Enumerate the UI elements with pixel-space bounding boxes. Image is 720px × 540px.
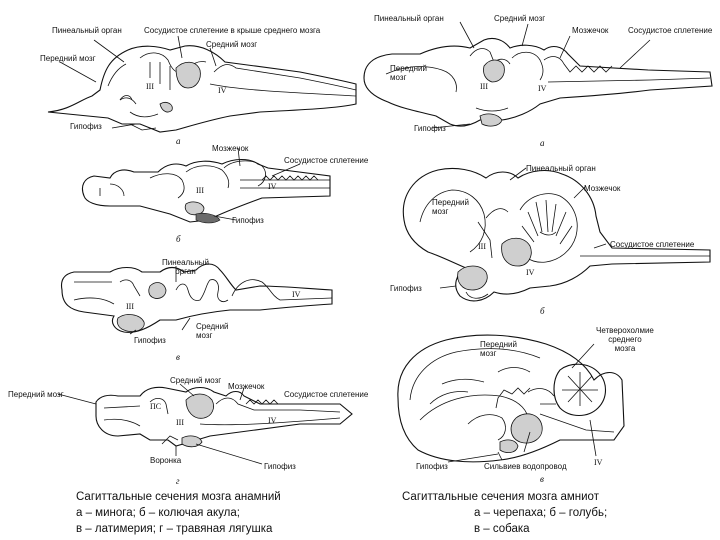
label-dog-quadrigemina: Четверохолмие среднего мозга xyxy=(596,326,654,353)
label-turtle-ventricle-3: III xyxy=(480,82,488,91)
label-turtle-pineal-organ: Пинеальный орган xyxy=(374,14,444,23)
label-lamprey-plexus-roof: Сосудистое сплетение в крыше среднего мо… xyxy=(144,26,320,35)
label-pigeon-plexus: Сосудистое сплетение xyxy=(610,240,694,249)
label-dog-aqueduct: Сильвиев водопровод xyxy=(484,462,567,471)
label-coelacanth-hypophysis: Гипофиз xyxy=(134,336,166,345)
label-shark-hypophysis: Гипофиз xyxy=(232,216,264,225)
caption-anamnia-line-1: а – минога; б – колючая акула; xyxy=(76,506,240,521)
pigeon-brain-section xyxy=(403,168,710,301)
label-coelacanth-midbrain: Средний мозг xyxy=(196,322,229,340)
label-lamprey-ventricle-4: IV xyxy=(218,86,226,95)
label-pigeon-ventricle-3: III xyxy=(478,242,486,251)
label-shark-cerebellum: Мозжечок xyxy=(212,144,248,153)
label-turtle-midbrain: Средний мозг xyxy=(494,14,545,23)
panel-letter-left-b: б xyxy=(176,234,181,244)
label-frog-ps: ПС xyxy=(150,402,161,411)
caption-amniota-line-1: а – черепаха; б – голубь; xyxy=(474,506,607,521)
label-lamprey-midbrain: Средний мозг xyxy=(206,40,257,49)
label-lamprey-ventricle-3: III xyxy=(146,82,154,91)
label-dog-forebrain: Передний мозг xyxy=(480,340,517,358)
label-frog-hypophysis: Гипофиз xyxy=(264,462,296,471)
label-pigeon-ventricle-4: IV xyxy=(526,268,534,277)
label-frog-ventricle-3: III xyxy=(176,418,184,427)
label-dog-ventricle-4: IV xyxy=(594,458,602,467)
label-shark-plexus: Сосудистое сплетение xyxy=(284,156,368,165)
label-lamprey-hypophysis: Гипофиз xyxy=(70,122,102,131)
label-shark-ventricle-3: III xyxy=(196,186,204,195)
label-frog-infundibulum: Воронка xyxy=(150,456,181,465)
label-turtle-forebrain: Передний мозг xyxy=(390,64,427,82)
panel-letter-right-b: б xyxy=(540,306,545,316)
label-pigeon-forebrain: Передний мозг xyxy=(432,198,469,216)
label-lamprey-forebrain: Передний мозг xyxy=(40,54,96,63)
label-coelacanth-pineal-organ: Пинеальный орган xyxy=(162,258,209,276)
label-frog-ventricle-4: IV xyxy=(268,416,276,425)
caption-anamnia-line-2: в – латимерия; г – травяная лягушка xyxy=(76,522,272,537)
panel-letter-left-a: а xyxy=(176,136,181,146)
label-frog-cerebellum: Мозжечок xyxy=(228,382,264,391)
label-pigeon-cerebellum: Мозжечок xyxy=(584,184,620,193)
lamprey-brain-section xyxy=(48,36,356,132)
panel-letter-left-d: г xyxy=(176,476,180,486)
label-shark-ventricle-4: IV xyxy=(268,182,276,191)
label-pigeon-pineal-organ: Пинеальный орган xyxy=(526,164,596,173)
label-frog-forebrain: Передний мозг xyxy=(8,390,64,399)
caption-amniota-line-2: в – собака xyxy=(474,522,530,537)
caption-amniota-title: Сагиттальные сечения мозга амниот xyxy=(402,490,599,505)
label-frog-midbrain: Средний мозг xyxy=(170,376,221,385)
label-turtle-hypophysis: Гипофиз xyxy=(414,124,446,133)
label-turtle-plexus: Сосудистое сплетение xyxy=(628,26,712,35)
label-dog-hypophysis: Гипофиз xyxy=(416,462,448,471)
label-pigeon-hypophysis: Гипофиз xyxy=(390,284,422,293)
label-coelacanth-ventricle-4: IV xyxy=(292,290,300,299)
panel-letter-right-a: а xyxy=(540,138,545,148)
label-lamprey-pineal-organ: Пинеальный орган xyxy=(52,26,122,35)
caption-anamnia-title: Сагиттальные сечения мозга анамний xyxy=(76,490,281,505)
label-turtle-cerebellum: Мозжечок xyxy=(572,26,608,35)
panel-letter-left-c: в xyxy=(176,352,180,362)
label-coelacanth-ventricle-3: III xyxy=(126,302,134,311)
label-turtle-ventricle-4: IV xyxy=(538,84,546,93)
panel-letter-right-c: в xyxy=(540,474,544,484)
label-frog-plexus: Сосудистое сплетение xyxy=(284,390,368,399)
